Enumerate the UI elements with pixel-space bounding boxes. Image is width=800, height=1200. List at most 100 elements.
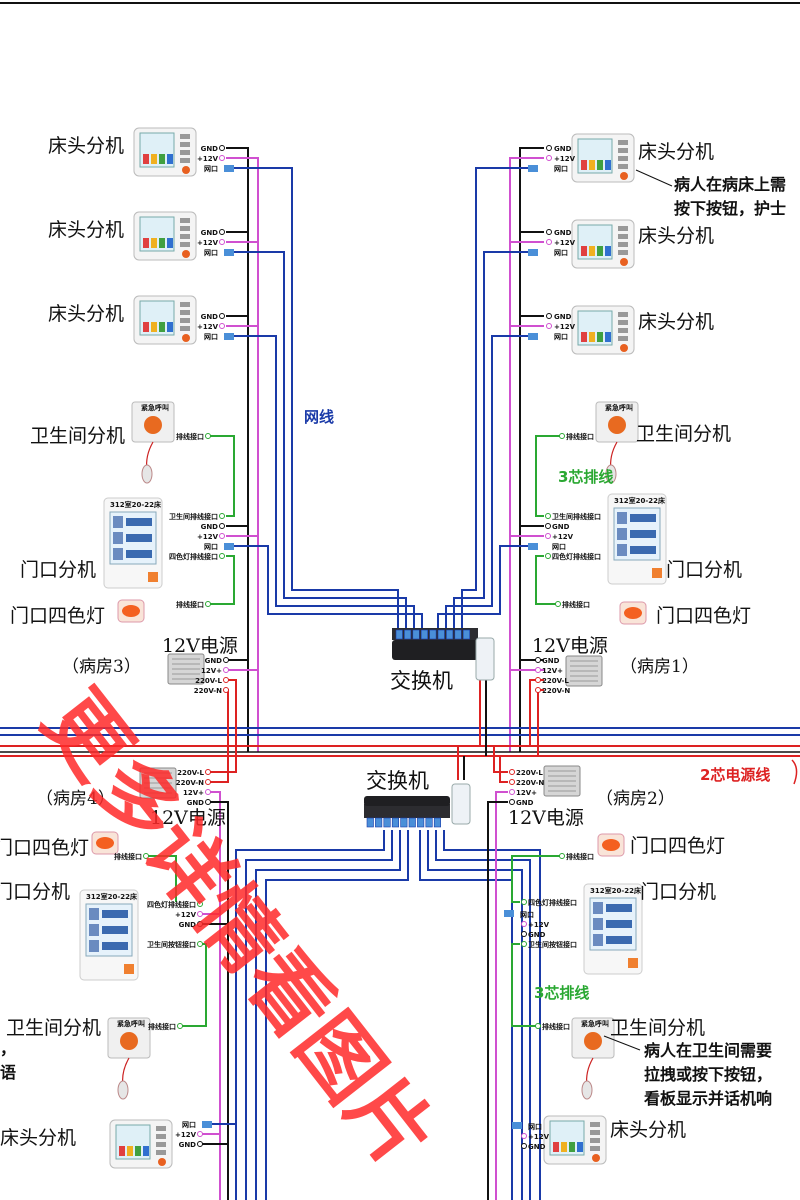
bath-note: 病人在卫生间需要 xyxy=(644,1041,772,1060)
port-label: GND xyxy=(528,1143,546,1151)
cable3-lower-right xyxy=(511,943,536,1027)
bed-unit-key xyxy=(143,1146,149,1156)
door-unit-label: 门口分机 xyxy=(666,559,742,581)
terminal xyxy=(559,433,565,439)
terminal xyxy=(545,533,551,539)
terminal xyxy=(535,1023,541,1029)
three-core-label: 3芯排线 xyxy=(534,984,589,1002)
port-label: 网口 xyxy=(528,1123,542,1131)
bed-unit-button xyxy=(180,310,190,315)
terminal xyxy=(205,433,211,439)
door-light xyxy=(619,601,647,625)
bed-unit-button xyxy=(618,140,628,145)
bed-unit-key xyxy=(581,160,587,170)
bath-note: 看板显示并话机响 xyxy=(643,1089,772,1108)
bed-unit-label: 床头分机 xyxy=(638,311,714,333)
net-line xyxy=(437,545,530,628)
terminal xyxy=(521,1143,527,1149)
bed-unit-key xyxy=(167,154,173,164)
switch-port xyxy=(366,817,374,828)
bed-unit-key xyxy=(561,1142,567,1152)
bath-unit-text: 紧急呼叫 xyxy=(581,1019,609,1028)
bed-unit-button xyxy=(618,164,628,169)
avatar xyxy=(113,516,123,528)
terminal xyxy=(197,921,203,927)
terminal xyxy=(546,229,552,235)
port-label: GND xyxy=(201,145,219,153)
bed-note: 病人在病床上需 xyxy=(674,175,786,194)
bed-unit-button xyxy=(156,1126,166,1131)
avatar xyxy=(89,940,99,952)
terminal xyxy=(546,239,552,245)
terminal xyxy=(535,667,541,673)
port-label: GND xyxy=(528,931,546,939)
bed-unit-button xyxy=(618,320,628,325)
bath-units: 紧急呼叫紧急呼叫紧急呼叫紧急呼叫 xyxy=(107,401,639,1100)
port-label: 220V-L xyxy=(177,769,204,777)
bed-unit-button xyxy=(156,1142,166,1147)
gnd-bus-right-upper xyxy=(519,147,544,752)
left-cut-note: 语 xyxy=(0,1063,16,1082)
net-port-icon xyxy=(512,1122,522,1129)
bath-unit-label: 卫生间分机 xyxy=(610,1017,705,1039)
three-core-label: 3芯排线 xyxy=(558,468,613,486)
bed-unit-label: 床头分机 xyxy=(48,303,124,325)
door-unit: 312室20-22床 xyxy=(79,889,139,981)
terminal xyxy=(521,931,527,937)
bed-note: 按下按钮，护士 xyxy=(674,199,786,218)
door-unit-row xyxy=(102,926,128,934)
terminal xyxy=(546,323,552,329)
power-supply xyxy=(543,765,581,797)
bed-unit-button xyxy=(618,156,628,161)
bed-unit-key xyxy=(581,246,587,256)
bed-unit-key xyxy=(151,322,157,332)
port-label: +12V xyxy=(175,1131,197,1139)
bed-unit-key xyxy=(143,322,149,332)
port-label: 卫生间排线接口 xyxy=(169,512,218,521)
v12-bus-left-upper xyxy=(226,157,259,752)
port-label: GND xyxy=(179,1141,197,1149)
bed-unit xyxy=(571,219,635,269)
cable3-lower-left xyxy=(146,855,177,902)
bed-unit-key xyxy=(581,332,587,342)
avatar xyxy=(593,918,603,930)
bed-unit-button xyxy=(590,1130,600,1135)
terminal xyxy=(509,779,515,785)
bed-unit-button xyxy=(590,1122,600,1127)
call-button-icon xyxy=(620,344,628,352)
bed-unit xyxy=(133,211,197,261)
v12-bus-right-upper xyxy=(509,157,544,752)
port-labels: GND+12V网口GND+12V网口GND+12V网口GND+12V网口GND+… xyxy=(114,145,601,1151)
door-unit: 312室20-22床 xyxy=(103,497,163,589)
net-line xyxy=(461,167,530,628)
switch-port xyxy=(417,817,425,828)
port-label: 卫生间按钮接口 xyxy=(147,940,196,949)
bed-unit-label: 床头分机 xyxy=(0,1127,76,1149)
light-bulb-icon xyxy=(122,605,140,617)
door-light xyxy=(597,833,625,857)
call-button-icon xyxy=(592,1154,600,1162)
terminal xyxy=(546,313,552,319)
terminal xyxy=(546,155,552,161)
bed-unit-button xyxy=(180,226,190,231)
door-unit-row xyxy=(102,910,128,918)
switch-upper xyxy=(392,628,495,681)
bed-unit xyxy=(571,305,635,355)
switch-port xyxy=(408,817,416,828)
light-bulb-icon xyxy=(96,837,114,849)
bed-unit-key xyxy=(143,238,149,248)
left-cut-note: ， xyxy=(0,1039,16,1058)
switch-port xyxy=(454,629,462,640)
bed-unit-key xyxy=(597,160,603,170)
net-line xyxy=(232,545,423,628)
terminal xyxy=(197,1141,203,1147)
bath-unit: 紧急呼叫 xyxy=(131,401,175,484)
bed-unit-key xyxy=(597,332,603,342)
ac-drop xyxy=(208,746,237,773)
door-unit-label: 门口分机 xyxy=(0,881,70,903)
door-light-label: 门口四色灯 xyxy=(10,605,105,627)
switch-port xyxy=(404,629,412,640)
terminal xyxy=(219,523,225,529)
port-label: 排线接口 xyxy=(114,852,142,861)
